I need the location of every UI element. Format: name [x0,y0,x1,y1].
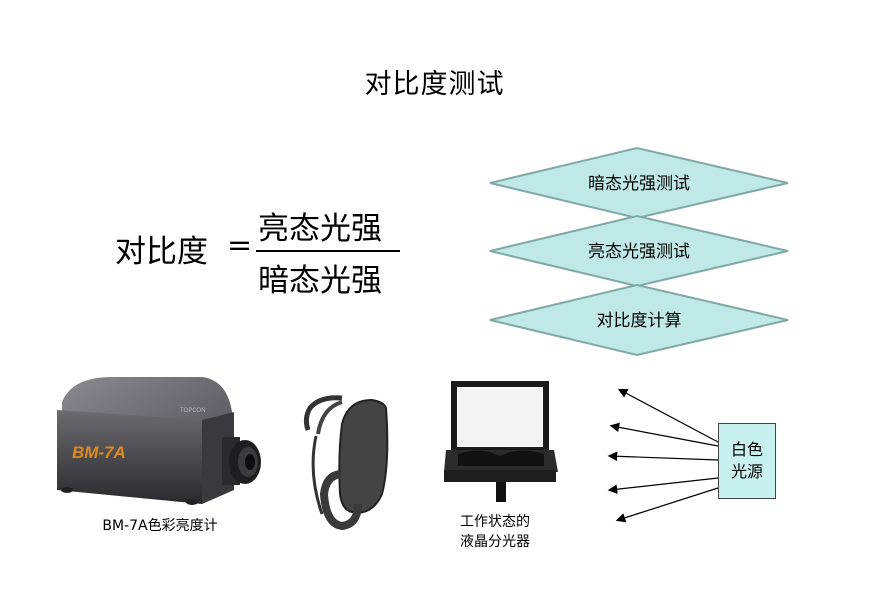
formula-numerator: 亮态光强 [258,211,382,247]
meter-badge: BM-7A [72,443,126,462]
lcd-caption-line1: 工作状态的 [460,514,530,530]
formula-lhs: 对比度 [115,234,208,270]
step-3-label: 对比度计算 [597,311,682,331]
step-3-diamond [489,283,789,357]
lcd-shutter-image [444,381,558,502]
step-1-diamond [489,146,789,220]
formula-denominator: 暗态光强 [258,263,382,299]
light-rays [607,388,719,523]
fraction-bar [256,250,400,252]
luminance-meter-image: BM-7A TOPCON [57,377,261,505]
shutter-glasses-image [303,395,389,531]
step-2-diamond [489,214,789,288]
meter-caption: BM-7A色彩亮度计 [102,518,218,534]
step-1-label: 暗态光强测试 [588,174,690,194]
process-steps: 暗态光强测试 亮态光强测试 对比度计算 [489,146,789,357]
page-title: 对比度测试 [364,69,505,100]
ray-5-arrow [615,487,719,523]
meter-brand: TOPCON [180,408,206,414]
white-light-source: 白色 光源 [718,423,776,499]
ray-2-arrow [609,422,719,447]
ray-1-arrow [617,388,719,443]
lcd-caption: 工作状态的 液晶分光器 [430,512,560,552]
ray-3-arrow [607,451,719,462]
source-line1: 白色 [730,440,763,459]
lcd-caption-line2: 液晶分光器 [460,534,530,550]
ray-4-arrow [607,477,719,494]
formula-equals: = [227,228,253,263]
source-line2: 光源 [730,462,763,481]
step-2-label: 亮态光强测试 [588,242,690,262]
